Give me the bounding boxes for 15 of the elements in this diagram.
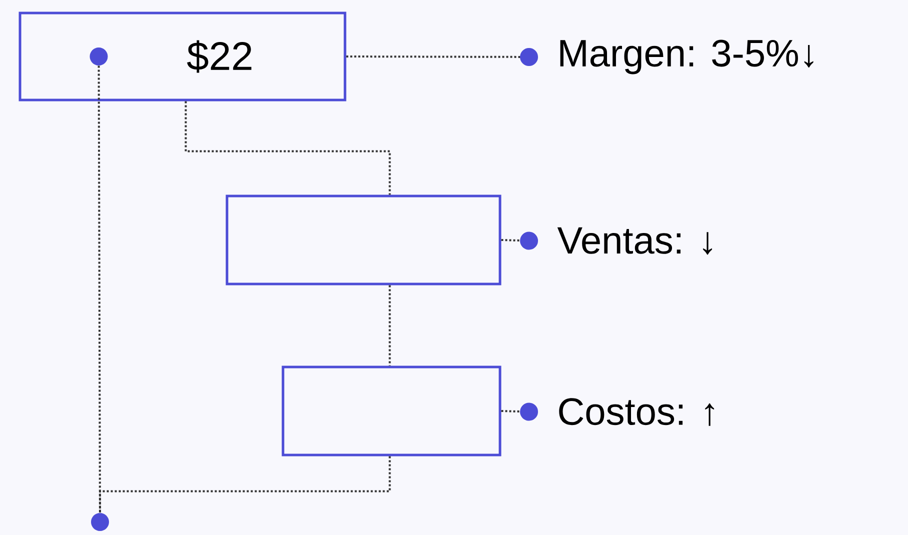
dot <box>90 48 108 66</box>
label-text: Margen: 3-5%↓ <box>560 40 814 74</box>
connector-line <box>99 456 391 513</box>
label-text: Ventas: ↓ <box>557 227 712 255</box>
value-box: $22 <box>18 12 346 102</box>
empty-box <box>282 366 502 456</box>
connector-line <box>184 101 391 195</box>
dot <box>91 513 109 531</box>
leader-line <box>346 48 538 66</box>
label-text: Costos: ↑ <box>559 398 714 426</box>
connector-line <box>388 285 391 366</box>
empty-box <box>226 194 502 286</box>
leader-line <box>501 232 538 250</box>
connector-line <box>98 66 101 513</box>
leader-line <box>501 402 538 421</box>
